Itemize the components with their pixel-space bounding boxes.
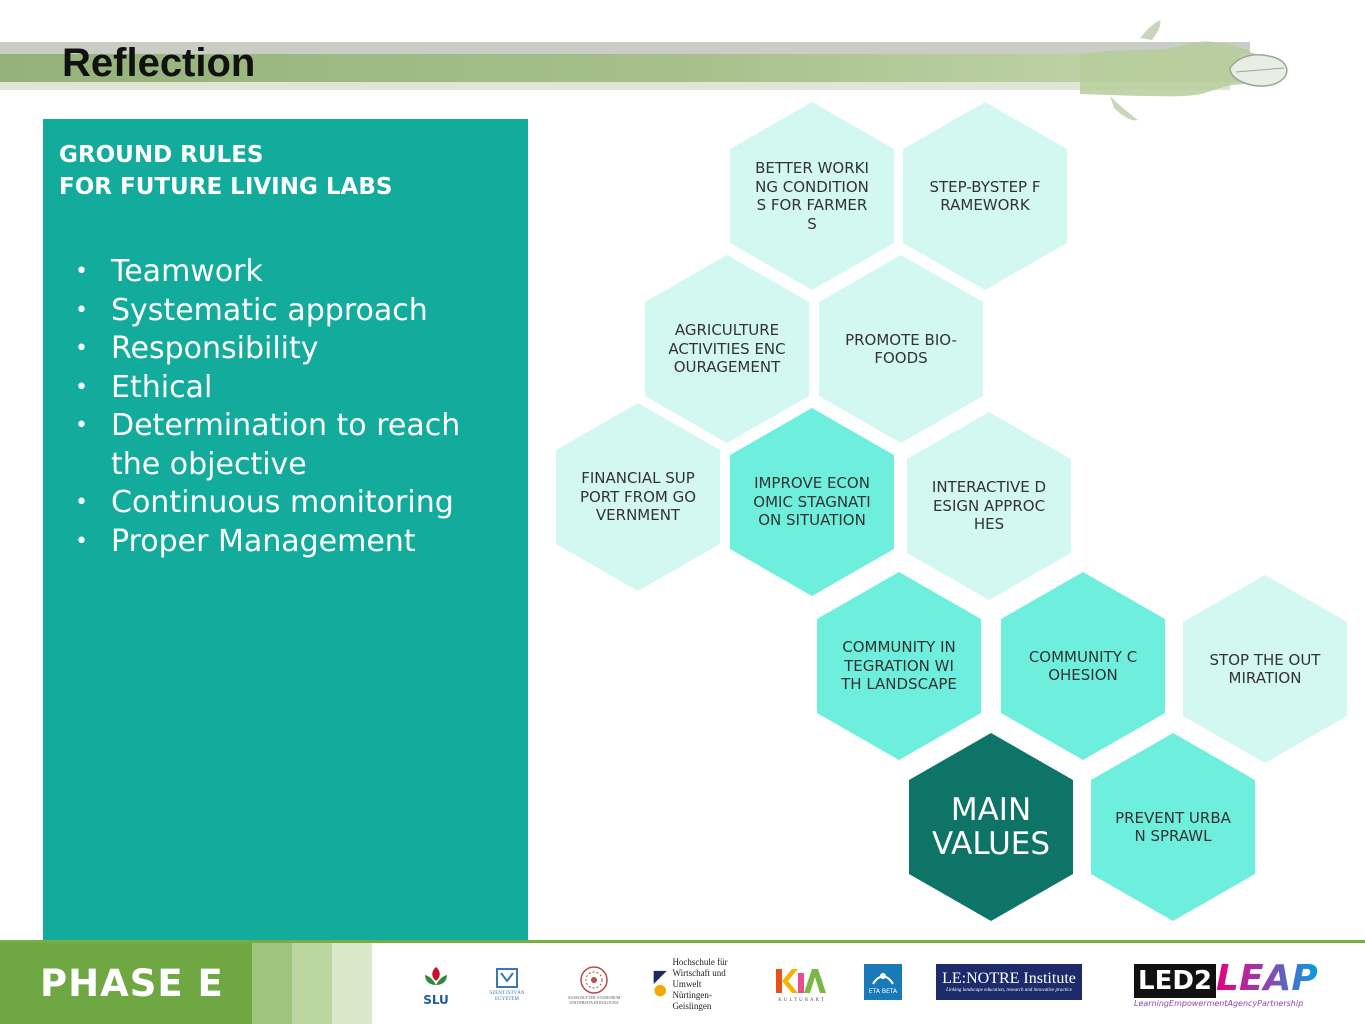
slu-leaf-icon bbox=[425, 967, 447, 985]
szie-text: SZENT ISTVÁN EGYETEM bbox=[489, 991, 525, 1002]
ground-rules-panel: GROUND RULES FOR FUTURE LIVING LABS • Tea… bbox=[43, 119, 528, 942]
rule-text: Ethical bbox=[111, 369, 213, 405]
szie-logo: SZENT ISTVÁN EGYETEM bbox=[484, 962, 530, 1008]
hex-stop-outmigration: STOP THE OUTMIRATION bbox=[1183, 575, 1347, 763]
led2leap-logo: LED2 LEAP LearningEmpowermentAgencyPartn… bbox=[1134, 956, 1330, 1014]
header-band-grey bbox=[0, 42, 1250, 54]
hex-label: STOP THE OUTMIRATION bbox=[1209, 650, 1321, 688]
slu-logo: SLU bbox=[414, 960, 458, 1010]
hex-community-cohesion: COMMUNITY COHESION bbox=[1001, 572, 1165, 760]
footer-stripe bbox=[292, 943, 332, 1024]
rule-text: Responsibility bbox=[111, 331, 319, 366]
bologna-seal-icon bbox=[580, 966, 608, 994]
slu-text: SLU bbox=[423, 993, 449, 1007]
rule-item: • Ethical bbox=[73, 369, 513, 408]
hfwu-line1: Hochschule für bbox=[672, 956, 728, 967]
hex-label: MAIN VALUES bbox=[931, 792, 1051, 862]
rule-text: Determination to reach the objective bbox=[111, 408, 461, 482]
hex-label: FINANCIAL SUPPORT FROM GOVERNMENT bbox=[579, 469, 697, 525]
bullet-icon: • bbox=[75, 490, 88, 515]
hfwu-line3: Nürtingen-Geislingen bbox=[672, 989, 712, 1011]
hex-label: COMMUNITY COHESION bbox=[1028, 647, 1138, 685]
kulturart-text: KULTURART bbox=[778, 998, 826, 1003]
eta-beta-logo: ETA BETA bbox=[864, 964, 902, 1000]
rule-item: • Continuous monitoring bbox=[73, 484, 513, 523]
footer-divider bbox=[0, 940, 1365, 943]
bullet-icon: • bbox=[75, 259, 88, 284]
lenotre-logo: LE:NOTRE Institute Linking landscape edu… bbox=[936, 964, 1082, 1000]
led2leap-subtitle: LearningEmpowermentAgencyPartnership bbox=[1134, 999, 1304, 1008]
hex-interactive-design: INTERACTIVE DESIGN APPROCHES bbox=[907, 412, 1071, 600]
hex-promote-bio-foods: PROMOTE BIO-FOODS bbox=[819, 255, 983, 443]
rule-item: • Responsibility bbox=[73, 330, 513, 369]
led2-text: LED2 bbox=[1134, 964, 1217, 998]
panel-heading: GROUND RULES FOR FUTURE LIVING LABS bbox=[59, 139, 509, 203]
header-band-green bbox=[0, 54, 1240, 82]
phase-label: PHASE E bbox=[40, 962, 224, 1005]
bullet-icon: • bbox=[75, 297, 88, 323]
rule-item: • Teamwork bbox=[73, 253, 513, 292]
hex-label: COMMUNITY INTEGRATION WITH LANDSCAPE bbox=[841, 638, 957, 694]
hex-agriculture-activities: AGRICULTURE ACTIVITIES ENCOURAGEMENT bbox=[645, 255, 809, 443]
hex-label: PROMOTE BIO-FOODS bbox=[845, 330, 957, 368]
hand-leaf-icon bbox=[1080, 20, 1288, 121]
hfwu-line2: Wirtschaft und Umwelt bbox=[672, 967, 726, 989]
hex-label: IMPROVE ECONOMIC STAGNATION SITUATION bbox=[753, 474, 871, 530]
hex-prevent-urban-sprawl: PREVENT URBAN SPRAWL bbox=[1091, 733, 1255, 921]
hfwu-logo: Hochschule für Wirtschaft und Umwelt Nür… bbox=[652, 957, 742, 1011]
eta-beta-text: ETA BETA bbox=[868, 987, 898, 995]
eta-beta-icon bbox=[872, 972, 894, 985]
bologna-logo: AUSSI BUTTER STUDIORUM UNIVERSITA DI BOL… bbox=[564, 960, 624, 1010]
kulturart-mark-icon bbox=[776, 969, 826, 993]
hex-community-integration: COMMUNITY INTEGRATION WITH LANDSCAPE bbox=[817, 572, 981, 760]
panel-heading-line1: GROUND RULES bbox=[59, 142, 264, 168]
hex-financial-support: FINANCIAL SUPPORT FROM GOVERNMENT bbox=[556, 403, 720, 591]
leap-text: LEAP bbox=[1216, 958, 1318, 999]
lenotre-title: LE:NOTRE Institute bbox=[942, 970, 1076, 987]
bologna-text: AUSSI BUTTER STUDIORUM UNIVERSITA DI BOL… bbox=[567, 995, 621, 1005]
hex-label: PREVENT URBAN SPRAWL bbox=[1115, 808, 1231, 846]
rule-text: Systematic approach bbox=[111, 292, 428, 328]
partner-logos: SLU SZENT ISTVÁN EGYETEM AUSSI BUTTER ST… bbox=[400, 950, 1360, 1018]
hex-better-working-conditions: BETTER WORKING CONDITIONS FOR FARMERS bbox=[730, 102, 894, 290]
bullet-icon: • bbox=[75, 528, 88, 554]
header-band-light bbox=[0, 82, 1230, 90]
rule-item: • Determination to reach the objective bbox=[73, 407, 513, 484]
rule-item: • Proper Management bbox=[73, 523, 513, 562]
bullet-icon: • bbox=[75, 336, 88, 361]
hex-label: AGRICULTURE ACTIVITIES ENCOURAGEMENT bbox=[668, 321, 786, 377]
rule-text: Continuous monitoring bbox=[111, 485, 454, 520]
led2leap-wordmark: LED2 LEAP bbox=[1134, 960, 1318, 998]
page-title: Reflection bbox=[62, 41, 256, 85]
hfwu-text: Hochschule für Wirtschaft und Umwelt Nür… bbox=[672, 957, 742, 1012]
footer-stripe bbox=[252, 943, 292, 1024]
hex-improve-economic: IMPROVE ECONOMIC STAGNATION SITUATION bbox=[730, 408, 894, 596]
footer-stripe bbox=[332, 943, 372, 1024]
bullet-icon: • bbox=[75, 374, 88, 400]
lenotre-subtitle: Linking landscape education, research an… bbox=[946, 988, 1072, 993]
rule-item: • Systematic approach bbox=[73, 292, 513, 331]
hex-label: BETTER WORKING CONDITIONS FOR FARMERS bbox=[755, 159, 869, 233]
hex-step-by-step-framework: STEP-BYSTEP FRAMEWORK bbox=[903, 102, 1067, 290]
phase-badge: PHASE E bbox=[0, 943, 252, 1024]
values-hexagon-cluster: BETTER WORKING CONDITIONS FOR FARMERS ST… bbox=[556, 102, 1347, 921]
hex-main-values: MAIN VALUES bbox=[909, 733, 1073, 921]
panel-heading-line2: FOR FUTURE LIVING LABS bbox=[59, 174, 393, 200]
rules-list: • Teamwork • Systematic approach • Responsi… bbox=[73, 253, 513, 561]
hex-label: STEP-BYSTEP FRAMEWORK bbox=[929, 177, 1041, 215]
rule-text: Proper Management bbox=[111, 523, 416, 559]
rule-text: Teamwork bbox=[111, 254, 263, 289]
szie-crest-icon bbox=[496, 968, 518, 988]
hfwu-mark-icon bbox=[653, 970, 667, 997]
bullet-icon: • bbox=[75, 413, 88, 438]
hex-label: INTERACTIVE DESIGN APPROCHES bbox=[931, 478, 1047, 534]
kulturart-logo: KULTURART bbox=[772, 962, 832, 1008]
